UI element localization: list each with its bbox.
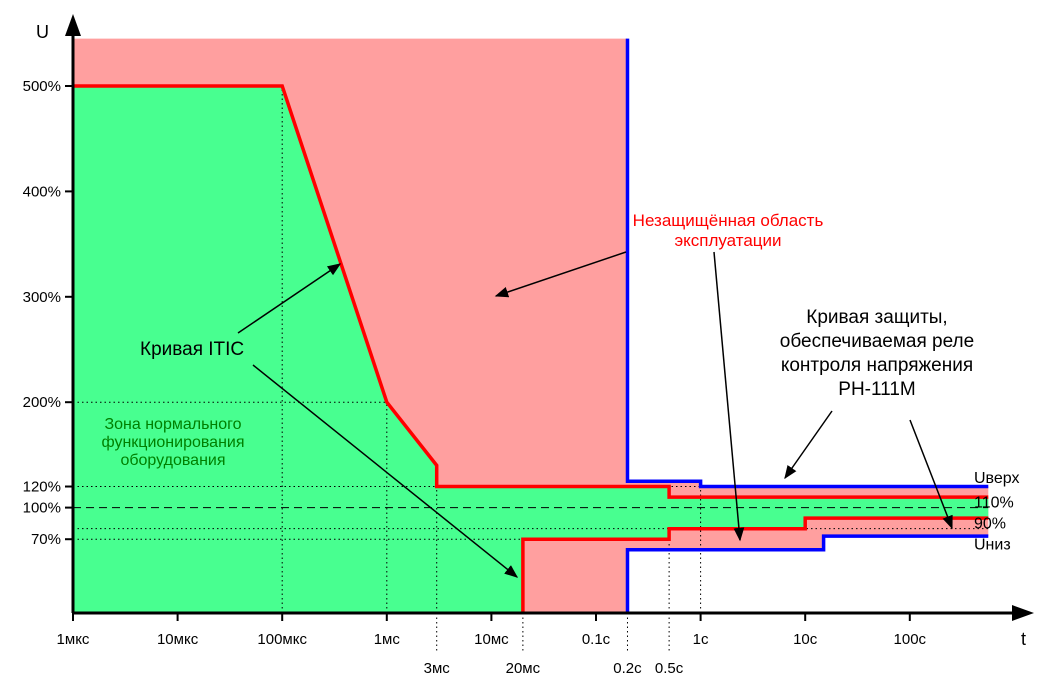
right-label: 90% [974, 515, 1006, 532]
x-tick-label: 1мкс [57, 631, 90, 648]
x-tick-label: 100мкс [257, 631, 307, 648]
relay-arrow-lower [909, 419, 953, 530]
right-label: Uверх [974, 470, 1020, 487]
y-tick-label: 100% [23, 500, 61, 517]
x-tick-label: 3мс [424, 660, 451, 677]
x-tick-label: 1мс [374, 631, 401, 648]
unprotected-arrow-down [713, 251, 745, 542]
y-tick-label: 500% [23, 78, 61, 95]
unprotected-arrow-left [494, 251, 627, 298]
y-tick-label: 120% [23, 479, 61, 496]
right-label: 110% [974, 494, 1014, 511]
x-tick-label: 20мс [506, 660, 541, 677]
x-tick-label: 1с [693, 631, 709, 648]
y-tick-label: 70% [31, 531, 61, 548]
x-axis-arrowhead [1012, 605, 1034, 621]
itic-label: Кривая ITIC [140, 339, 244, 360]
itic-arrow-down [252, 364, 519, 578]
itic-lower-curve [521, 516, 989, 613]
y-tick-label: 300% [23, 289, 61, 306]
relay-upper-curve [625, 38, 989, 489]
unprotected-label-line: Незащищённая область [633, 211, 824, 230]
relay-label-line: обеспечиваемая реле [780, 331, 974, 352]
right-label: Uниз [974, 536, 1011, 553]
x-axis-name: t [1021, 629, 1026, 649]
y-tick-label: 200% [23, 394, 61, 411]
normal-zone-label-line: функционирования [101, 434, 244, 451]
y-tick-label: 400% [23, 183, 61, 200]
y-axis-name: U [36, 22, 49, 42]
itic-arrow-up [237, 263, 342, 334]
relay-label-line: контроля напряжения [781, 355, 973, 376]
x-tick-label: 0.2с [613, 660, 642, 677]
x-tick-label: 10мс [474, 631, 509, 648]
relay-label-line: РН-111М [838, 379, 915, 400]
normal-operation-zone [73, 86, 989, 613]
x-tick-label: 0.1с [582, 631, 611, 648]
y-axis-arrowhead [65, 14, 81, 36]
x-tick-label: 100с [894, 631, 927, 648]
relay-label-line: Кривая защиты, [806, 307, 947, 328]
relay-arrow-upper [784, 410, 833, 480]
x-tick-label: 10с [793, 631, 818, 648]
x-tick-label: 10мкс [157, 631, 199, 648]
relay-lower-curve [625, 534, 989, 613]
normal-zone-label-line: Зона нормального [104, 416, 241, 433]
unprotected-label-line: эксплуатации [674, 231, 781, 250]
x-tick-label: 0.5с [655, 660, 684, 677]
normal-zone-label-line: оборудования [120, 452, 225, 469]
itic-upper-curve [73, 84, 989, 499]
